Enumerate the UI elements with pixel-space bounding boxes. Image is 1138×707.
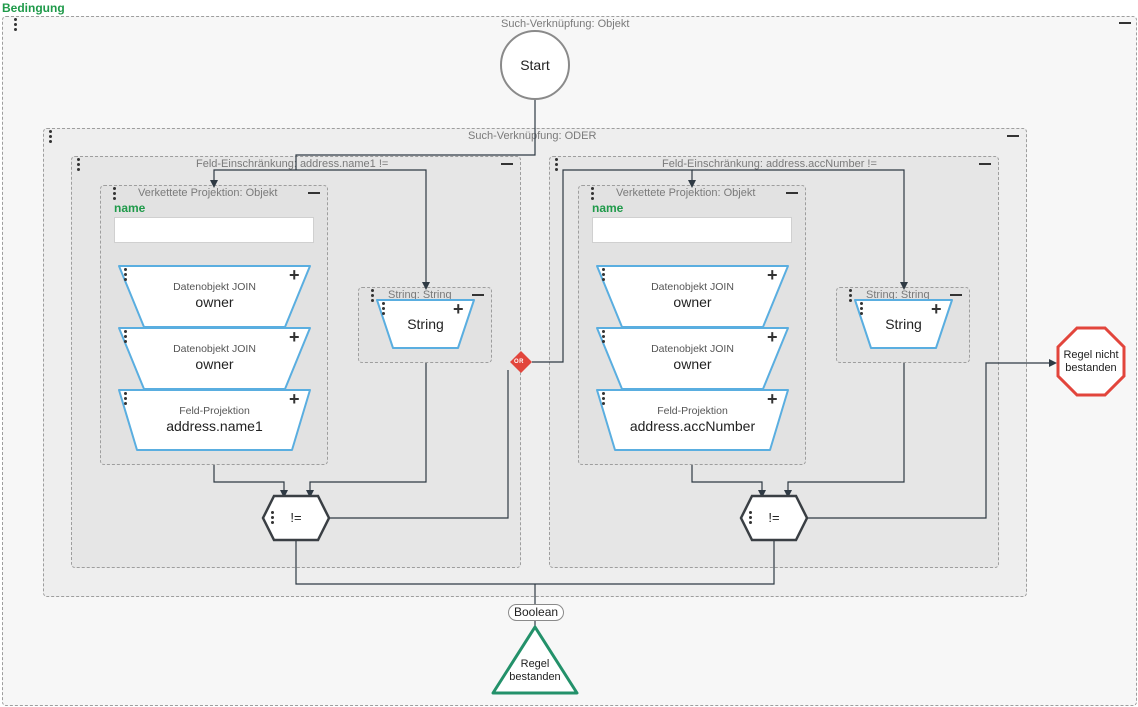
left-field-projection-text[interactable]: Feld-Projektion address.name1 — [137, 405, 292, 435]
outer-menu-icon[interactable] — [13, 18, 19, 32]
right-join1-value: owner — [673, 294, 712, 310]
right-join1-type: Datenobjekt JOIN — [651, 281, 734, 293]
left-string-collapse-icon[interactable] — [472, 290, 484, 300]
right-string-label: String: String — [866, 289, 930, 301]
right-join1-menu-icon[interactable] — [601, 268, 607, 282]
left-string-shape-menu-icon[interactable] — [381, 302, 387, 316]
connector-lines — [210, 100, 1057, 626]
left-field-projection-add-icon[interactable]: + — [289, 389, 300, 409]
left-constraint-label: Feld-Einschränkung: address.name1 != — [196, 158, 389, 170]
left-join2-add-icon[interactable]: + — [289, 327, 300, 347]
right-name-input[interactable] — [592, 217, 792, 243]
left-constraint-collapse-icon[interactable] — [501, 159, 513, 169]
page-title: Bedingung — [2, 1, 65, 15]
left-string-shape — [376, 299, 475, 349]
or-connector-label[interactable]: OR — [514, 359, 524, 365]
right-join1-add-icon[interactable]: + — [767, 265, 778, 285]
fail-line2: bestanden — [1065, 362, 1117, 374]
right-join2-menu-icon[interactable] — [601, 330, 607, 344]
left-string-add-icon[interactable]: + — [453, 299, 464, 319]
left-string-menu-icon[interactable] — [370, 289, 376, 303]
outer-frame-label: Such-Verknüpfung: Objekt — [501, 18, 630, 30]
fail-node-text[interactable]: Regel nicht bestanden — [1058, 349, 1124, 375]
right-field-projection-type: Feld-Projektion — [657, 405, 728, 417]
right-projection-menu-icon[interactable] — [590, 187, 596, 201]
left-field-projection-type: Feld-Projektion — [179, 405, 250, 417]
right-string-menu-icon[interactable] — [848, 289, 854, 303]
left-join1-type: Datenobjekt JOIN — [173, 281, 256, 293]
pass-line2: bestanden — [509, 671, 561, 683]
or-group-label: Such-Verknüpfung: ODER — [468, 130, 597, 142]
right-operator-label[interactable]: != — [768, 510, 780, 525]
right-join2-type: Datenobjekt JOIN — [651, 343, 734, 355]
left-string-value[interactable]: String — [393, 316, 458, 333]
right-string-shape — [854, 299, 953, 349]
right-operator-shape — [739, 494, 809, 542]
pass-line1: Regel — [520, 658, 550, 670]
right-string-add-icon[interactable]: + — [931, 299, 942, 319]
left-name-field-label: name — [114, 201, 146, 215]
left-projection-collapse-icon[interactable] — [308, 188, 320, 198]
fail-octagon-shape — [1056, 326, 1126, 397]
left-field-projection-menu-icon[interactable] — [123, 392, 129, 406]
right-operator-menu-icon[interactable] — [748, 511, 754, 525]
or-diamond-shape — [510, 351, 532, 373]
left-string-text: String — [407, 316, 444, 332]
left-join2-menu-icon[interactable] — [123, 330, 129, 344]
left-join2-text[interactable]: Datenobjekt JOIN owner — [144, 343, 285, 373]
start-node[interactable]: Start — [500, 30, 570, 100]
left-join1-menu-icon[interactable] — [123, 268, 129, 282]
right-projection-collapse-icon[interactable] — [786, 188, 798, 198]
left-operator-shape — [261, 494, 331, 542]
right-field-projection-value: address.accNumber — [629, 418, 756, 434]
right-constraint-menu-icon[interactable] — [554, 158, 560, 172]
left-operator-label[interactable]: != — [290, 510, 302, 525]
or-group-menu-icon[interactable] — [48, 130, 54, 144]
left-projection-menu-icon[interactable] — [112, 187, 118, 201]
right-constraint-label: Feld-Einschränkung: address.accNumber != — [662, 158, 877, 170]
right-field-projection-shape — [596, 389, 789, 451]
right-string-value[interactable]: String — [871, 316, 936, 333]
right-field-projection-menu-icon[interactable] — [601, 392, 607, 406]
left-join1-add-icon[interactable]: + — [289, 265, 300, 285]
pass-node-text[interactable]: Regel bestanden — [505, 658, 565, 684]
left-constraint-menu-icon[interactable] — [76, 158, 82, 172]
left-join2-type: Datenobjekt JOIN — [173, 343, 256, 355]
right-string-text: String — [885, 316, 922, 332]
right-join1-text[interactable]: Datenobjekt JOIN owner — [622, 281, 763, 311]
boolean-badge: Boolean — [508, 604, 565, 621]
fail-line1: Regel nicht — [1063, 349, 1119, 361]
right-constraint-collapse-icon[interactable] — [979, 159, 991, 169]
right-join2-add-icon[interactable]: + — [767, 327, 778, 347]
or-group-collapse-icon[interactable] — [1007, 131, 1019, 141]
right-field-projection-text[interactable]: Feld-Projektion address.accNumber — [615, 405, 770, 435]
right-join2-text[interactable]: Datenobjekt JOIN owner — [622, 343, 763, 373]
pass-triangle-shape — [491, 625, 579, 695]
left-field-projection-shape — [118, 389, 311, 451]
right-string-shape-menu-icon[interactable] — [859, 302, 865, 316]
left-projection-label: Verkettete Projektion: Objekt — [138, 187, 278, 199]
left-name-input[interactable] — [114, 217, 314, 243]
right-name-field-label: name — [592, 201, 624, 215]
right-join2-value: owner — [673, 356, 712, 372]
left-operator-menu-icon[interactable] — [270, 511, 276, 525]
right-field-projection-add-icon[interactable]: + — [767, 389, 778, 409]
left-join2-value: owner — [195, 356, 234, 372]
outer-collapse-icon[interactable] — [1119, 18, 1131, 28]
left-field-projection-value: address.name1 — [166, 418, 263, 434]
right-projection-label: Verkettete Projektion: Objekt — [616, 187, 756, 199]
left-join1-value: owner — [195, 294, 234, 310]
left-string-label: String: String — [388, 289, 452, 301]
left-join1-text[interactable]: Datenobjekt JOIN owner — [144, 281, 285, 311]
right-string-collapse-icon[interactable] — [950, 290, 962, 300]
